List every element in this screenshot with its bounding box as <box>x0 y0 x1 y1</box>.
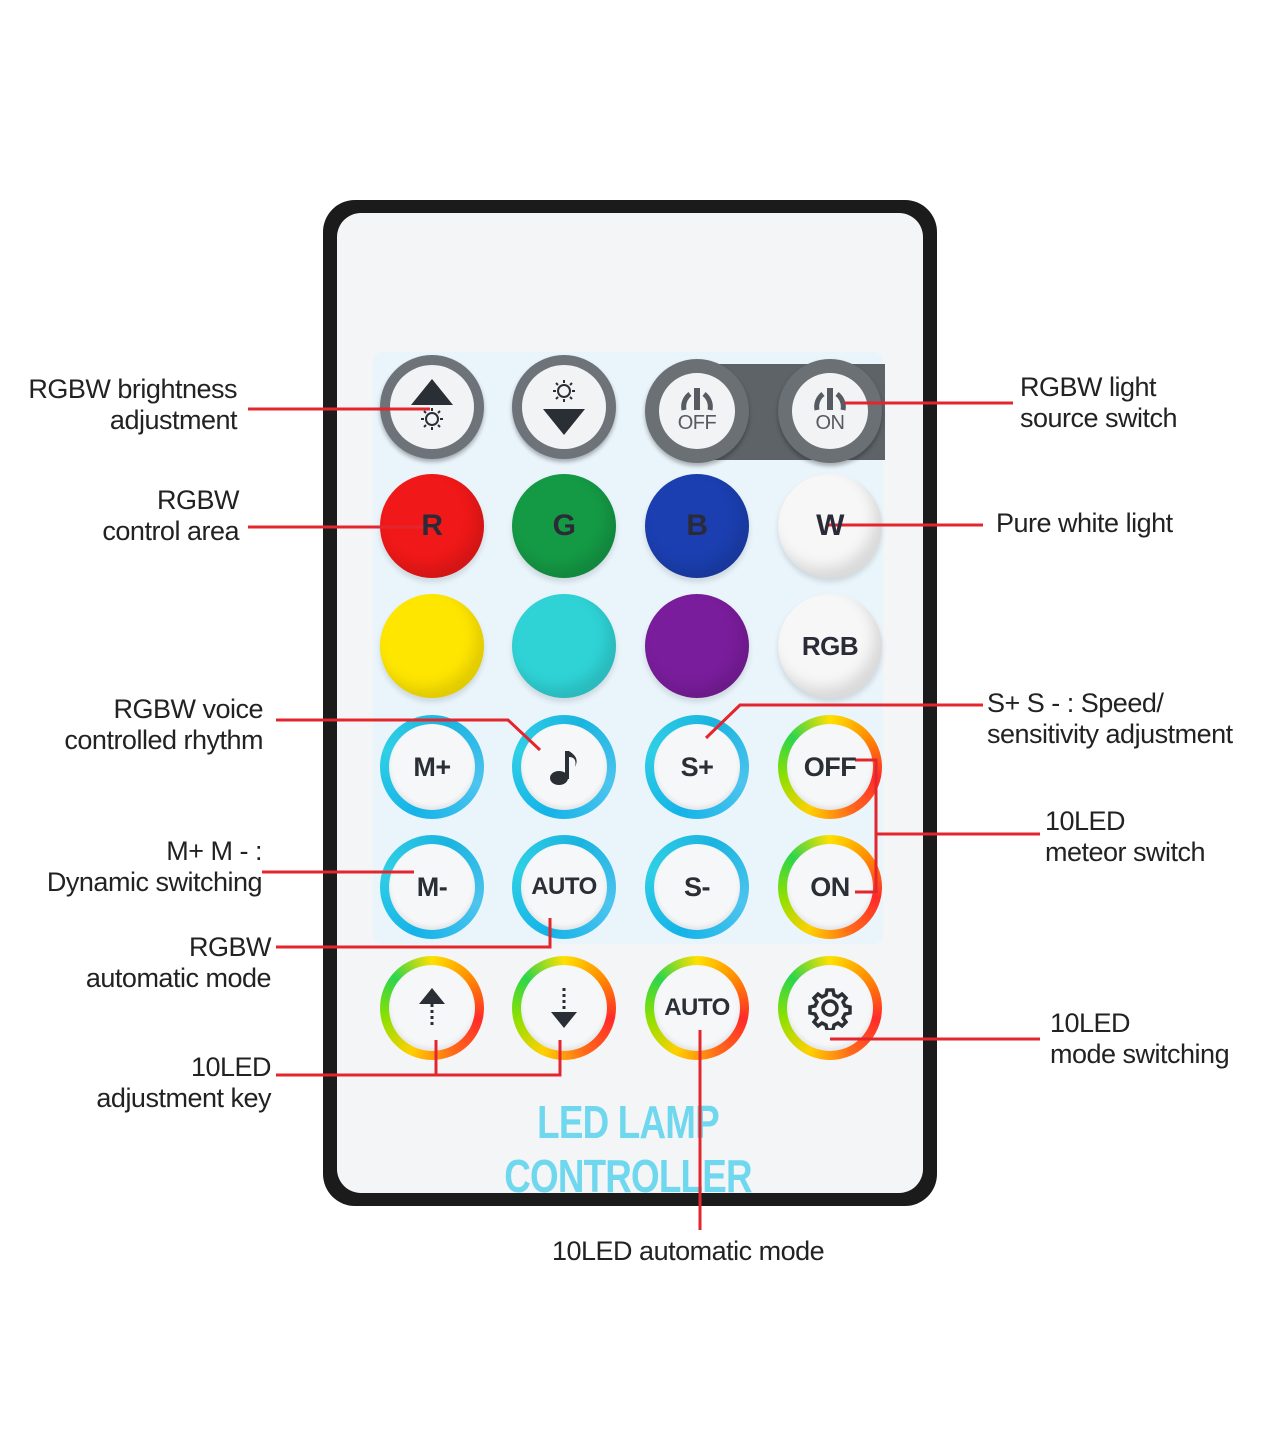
callout-control-area-line2: control area <box>102 516 239 546</box>
green-label: G <box>552 509 576 542</box>
s-minus-button[interactable]: S- <box>645 835 749 939</box>
callout-meteor-switch-line2: meteor switch <box>1045 837 1206 867</box>
rgbw-auto-button[interactable]: AUTO <box>512 835 616 939</box>
rgb-label: RGB <box>801 630 859 661</box>
callout-dynamic-switching-line2: Dynamic switching <box>46 867 263 897</box>
callout-mode-switching-line2: mode switching <box>1050 1039 1230 1069</box>
brand-text: LED LAMP CONTROLLER <box>504 1096 752 1202</box>
callout-speed: S+ S - : Speed/ sensitivity adjustment <box>987 688 1233 750</box>
callout-dynamic-switching: M+ M - : Dynamic switching <box>46 836 263 898</box>
yellow-button[interactable] <box>380 594 484 698</box>
arrow-down-sun-icon <box>543 380 585 435</box>
callout-light-switch-line1: RGBW light <box>1020 372 1157 402</box>
brightness-down-button[interactable] <box>512 355 616 459</box>
blue-button[interactable]: B <box>645 474 749 578</box>
callout-voice-rhythm-line1: RGBW voice <box>113 694 263 724</box>
callout-speed-line2: sensitivity adjustment <box>987 719 1233 749</box>
callout-light-switch: RGBW light source switch <box>1020 372 1178 434</box>
callout-dynamic-switching-line1: M+ M - : <box>166 836 262 866</box>
meteor-off-label: OFF <box>803 751 857 782</box>
callout-led-adjust: 10LED adjustment key <box>96 1052 271 1114</box>
arrow-up-icon <box>419 988 445 1028</box>
callout-led-auto-line1: 10LED automatic mode <box>552 1236 825 1266</box>
white-label: W <box>816 509 844 542</box>
s-plus-button[interactable]: S+ <box>645 715 749 819</box>
meteor-on-label: ON <box>810 871 850 902</box>
led-auto-button[interactable]: AUTO <box>645 956 749 1060</box>
callout-voice-rhythm: RGBW voice controlled rhythm <box>64 694 263 756</box>
callout-led-adjust-line2: adjustment key <box>96 1083 271 1113</box>
s-minus-label: S- <box>684 871 711 902</box>
m-minus-button[interactable]: M- <box>380 835 484 939</box>
callout-rgbw-auto: RGBW automatic mode <box>85 932 272 994</box>
led-auto-label: AUTO <box>664 994 730 1021</box>
m-plus-button[interactable]: M+ <box>380 715 484 819</box>
rgb-button[interactable]: RGB <box>778 594 882 698</box>
arrow-down-icon <box>551 988 577 1028</box>
led-down-button[interactable] <box>512 956 616 1060</box>
callout-brightness: RGBW brightness adjustment <box>28 374 237 436</box>
callout-brightness-line1: RGBW brightness <box>28 374 237 404</box>
callout-mode-switching-line1: 10LED <box>1050 1008 1131 1038</box>
white-button[interactable]: W <box>778 474 882 578</box>
cyan-button[interactable] <box>512 594 616 698</box>
callout-voice-rhythm-line2: controlled rhythm <box>64 725 263 755</box>
green-button[interactable]: G <box>512 474 616 578</box>
callout-led-adjust-line1: 10LED <box>190 1052 272 1082</box>
arrow-up-sun-icon <box>411 379 453 430</box>
led-up-button[interactable] <box>380 956 484 1060</box>
red-button[interactable]: R <box>380 474 484 578</box>
callout-light-switch-line2: source switch <box>1020 403 1178 433</box>
callout-speed-line1: S+ S - : Speed/ <box>987 688 1164 718</box>
m-plus-label: M+ <box>413 751 451 782</box>
rgbw-on-button[interactable]: ON <box>778 359 882 463</box>
red-label: R <box>421 509 443 542</box>
callout-rgbw-auto-line2: automatic mode <box>85 963 272 993</box>
callout-led-auto: 10LED automatic mode <box>552 1236 825 1267</box>
rgbw-off-button[interactable]: OFF <box>645 359 749 463</box>
callout-pure-white-line1: Pure white light <box>996 508 1173 538</box>
meteor-off-button[interactable]: OFF <box>778 715 882 819</box>
music-button[interactable] <box>512 715 616 819</box>
m-minus-label: M- <box>416 871 448 902</box>
callout-control-area: RGBW control area <box>102 485 239 547</box>
callout-rgbw-auto-line1: RGBW <box>189 932 272 962</box>
gear-icon <box>808 988 852 1030</box>
on-label: ON <box>815 411 846 434</box>
power-icon <box>814 387 846 411</box>
rgbw-auto-label: AUTO <box>531 873 597 900</box>
blue-label: B <box>686 509 708 542</box>
callout-meteor-switch-line1: 10LED <box>1045 806 1126 836</box>
purple-button[interactable] <box>645 594 749 698</box>
music-note-icon <box>550 751 577 785</box>
callout-pure-white: Pure white light <box>996 508 1173 539</box>
brightness-up-button[interactable] <box>380 355 484 459</box>
s-plus-label: S+ <box>680 751 714 782</box>
callout-control-area-line1: RGBW <box>157 485 239 515</box>
callout-mode-switching: 10LED mode switching <box>1050 1008 1230 1070</box>
callout-meteor-switch: 10LED meteor switch <box>1045 806 1206 868</box>
led-mode-button[interactable] <box>778 956 882 1060</box>
meteor-on-button[interactable]: ON <box>778 835 882 939</box>
callout-brightness-line2: adjustment <box>109 405 238 435</box>
power-icon <box>681 387 713 411</box>
off-label: OFF <box>677 411 717 434</box>
